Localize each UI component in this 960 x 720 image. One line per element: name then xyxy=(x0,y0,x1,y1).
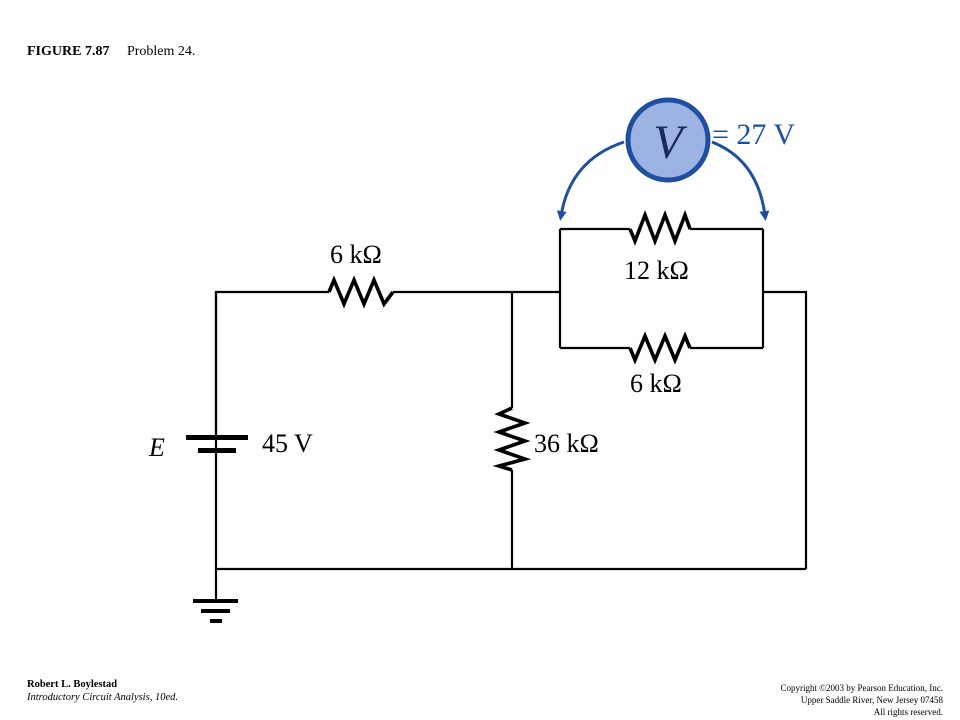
resistor-12k-parallel xyxy=(628,209,692,247)
voltmeter-reading: = 27 V xyxy=(712,118,795,151)
battery-source xyxy=(186,435,248,440)
resistor-6k-parallel xyxy=(628,331,692,365)
label-r-parallel-bottom: 6 kΩ xyxy=(630,369,682,398)
copyright-line: Copyright ©2003 by Pearson Education, In… xyxy=(780,683,943,693)
label-r-parallel-top: 12 kΩ xyxy=(624,256,689,285)
resistor-36k-shunt xyxy=(492,406,532,472)
label-source-value: 45 V xyxy=(262,429,313,458)
author-name: Robert L. Boylestad xyxy=(27,679,118,690)
voltmeter-icon xyxy=(625,97,711,183)
label-r-shunt: 36 kΩ xyxy=(534,429,599,458)
wire-right xyxy=(763,290,808,569)
book-title: Introductory Circuit Analysis, 10ed. xyxy=(27,692,178,703)
probe-arrow-right xyxy=(711,140,770,221)
figure-caption: FIGURE 7.87 Problem 24. xyxy=(27,44,195,60)
battery-negative-plate xyxy=(198,448,236,453)
figure-number: FIGURE 7.87 xyxy=(27,44,110,59)
copyright-address: Upper Saddle River, New Jersey 07458 xyxy=(800,695,943,705)
voltmeter-symbol: V xyxy=(653,116,687,169)
problem-label: Problem 24. xyxy=(126,44,196,59)
resistor-6k-series xyxy=(327,275,395,309)
label-r-series: 6 kΩ xyxy=(330,240,382,269)
label-source-symbol: E xyxy=(148,433,165,462)
footer-credit: Robert L. Boylestad Introductory Circuit… xyxy=(27,678,178,704)
copyright-notice: Copyright ©2003 by Pearson Education, In… xyxy=(780,682,943,718)
copyright-rights: All rights reserved. xyxy=(873,707,943,717)
ground-symbol xyxy=(193,599,238,623)
probe-arrow-left xyxy=(556,140,625,221)
